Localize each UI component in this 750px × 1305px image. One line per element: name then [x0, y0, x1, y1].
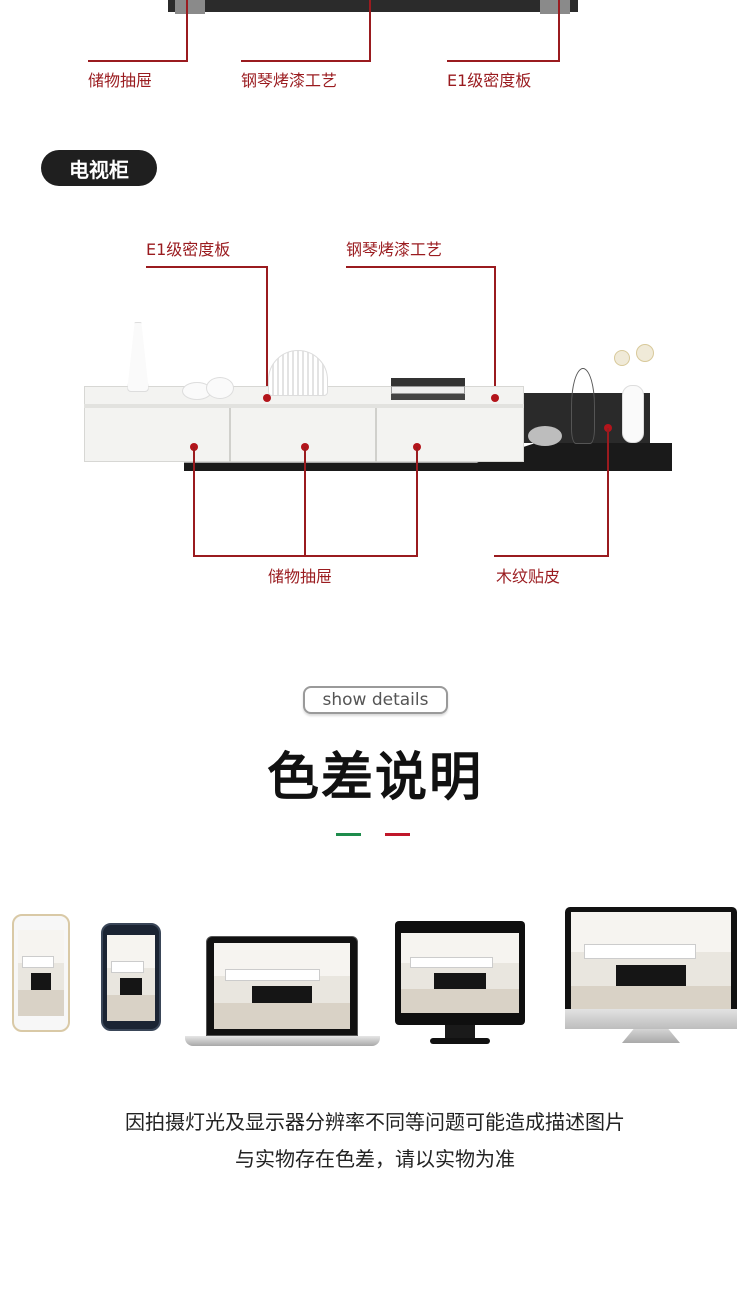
- imac-chin: [565, 1009, 737, 1029]
- tv-paint-line-v: [494, 266, 496, 398]
- section-pill-tv-cabinet: 电视柜: [41, 150, 157, 186]
- top-cabinet-foot-right: [540, 0, 570, 14]
- book-2: [391, 386, 465, 394]
- green-dash: [336, 833, 361, 836]
- top-paint-line-h: [241, 60, 371, 62]
- tv-paint-line-h: [346, 266, 496, 268]
- caption-line-2: 与实物存在色差，请以实物为准: [235, 1147, 515, 1171]
- top-drawer-line: [186, 0, 188, 62]
- flower-2: [636, 344, 654, 362]
- top-label-drawer: 储物抽屉: [88, 71, 153, 90]
- laptop-screen: [214, 943, 350, 1029]
- color-difference-title: 色差说明: [266, 748, 483, 808]
- monitor-neck: [445, 1025, 475, 1039]
- grey-stone: [528, 426, 562, 446]
- tv-label-piano-paint: 钢琴烤漆工艺: [346, 240, 443, 259]
- laptop: [206, 936, 358, 1036]
- monitor: [395, 921, 525, 1025]
- wire-vase: [571, 368, 595, 444]
- tv-mdf-line-v: [266, 266, 268, 398]
- flower-vase: [622, 385, 644, 443]
- tv-label-drawer: 储物抽屉: [268, 567, 333, 586]
- top-paint-line: [369, 0, 371, 62]
- dot-piano-paint: [491, 394, 499, 402]
- show-details-badge: show details: [303, 686, 448, 714]
- drawer-divider-1: [229, 408, 231, 462]
- tv-drawer-line-v2: [304, 447, 306, 557]
- tall-white-vase: [127, 322, 149, 392]
- black-phone: [101, 923, 161, 1031]
- book-3: [391, 394, 465, 400]
- tv-cabinet-top-edge: [84, 404, 524, 408]
- top-label-piano-paint: 钢琴烤漆工艺: [241, 71, 338, 90]
- top-drawer-line-h: [88, 60, 188, 62]
- imac-stand: [622, 1029, 680, 1043]
- drawer-divider-2: [375, 408, 377, 462]
- imac-screen: [571, 912, 731, 1018]
- tv-veneer-line-v: [607, 428, 609, 557]
- black-phone-screen: [107, 935, 155, 1021]
- caption-line-1: 因拍摄灯光及显示器分辨率不同等问题可能造成描述图片: [125, 1110, 625, 1134]
- monitor-stand: [430, 1038, 490, 1044]
- red-dash: [385, 833, 410, 836]
- tv-label-mdf: E1级密度板: [146, 240, 231, 259]
- tv-veneer-line-h: [494, 555, 609, 557]
- top-mdf-line-h: [447, 60, 560, 62]
- flower-1: [614, 350, 630, 366]
- white-phone-screen: [18, 930, 64, 1016]
- laptop-base: [185, 1036, 380, 1046]
- book-1: [391, 378, 465, 386]
- top-cabinet-shelf: [168, 0, 578, 12]
- tv-drawer-line-h: [193, 555, 418, 557]
- tv-label-wood-veneer: 木纹贴皮: [496, 567, 561, 586]
- tv-drawer-line-v3: [416, 447, 418, 557]
- top-label-mdf: E1级密度板: [447, 71, 532, 90]
- top-cabinet-foot-left: [175, 0, 205, 14]
- tv-drawer-line-v1: [193, 447, 195, 557]
- top-mdf-line: [558, 0, 560, 62]
- fan-sculpture: [268, 350, 328, 396]
- white-phone: [12, 914, 70, 1032]
- tv-mdf-line-h: [146, 266, 268, 268]
- monitor-screen: [401, 933, 519, 1013]
- dot-mdf: [263, 394, 271, 402]
- small-bowl-right: [206, 377, 234, 399]
